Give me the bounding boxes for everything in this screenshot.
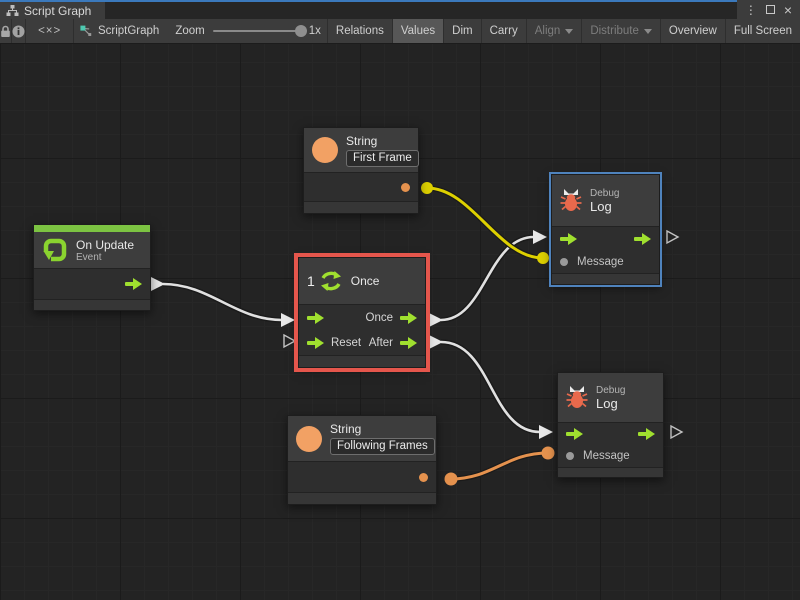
inspect-button[interactable]	[12, 19, 26, 43]
port-label-message: Message	[583, 450, 630, 462]
toolbar-button-relations[interactable]: Relations	[328, 19, 393, 43]
toolbar-button-overview[interactable]: Overview	[661, 19, 726, 43]
value-output-port[interactable]	[419, 472, 428, 482]
control-output-port[interactable]	[634, 233, 651, 245]
script-graph-icon	[80, 25, 92, 36]
node-title: Log	[590, 198, 612, 214]
graph-breadcrumb[interactable]: ScriptGraph	[74, 19, 169, 43]
node-title: String	[346, 133, 378, 148]
toolbar-button-values[interactable]: Values	[392, 19, 445, 43]
toolbar-button-dim[interactable]: Dim	[444, 19, 482, 43]
control-output-port[interactable]	[638, 428, 655, 440]
info-icon	[12, 25, 25, 37]
lock-button[interactable]	[0, 19, 12, 43]
graph-name-label: ScriptGraph	[97, 25, 160, 37]
node-footer	[304, 201, 418, 213]
debug-bug-icon	[566, 386, 588, 408]
node-subtitle: Debug	[590, 187, 620, 199]
node-on-update[interactable]: On Update Event	[33, 224, 151, 311]
node-once[interactable]: 1 Once Once Reset After	[298, 257, 426, 368]
value-input-port[interactable]	[566, 452, 574, 460]
node-string-following-frames[interactable]: String Following Frames	[287, 415, 437, 505]
node-title: Log	[596, 395, 618, 411]
control-input-port[interactable]	[307, 311, 324, 324]
graph-hierarchy-icon	[6, 5, 19, 16]
toolbar-button-fullscreen[interactable]: Full Screen	[733, 25, 792, 37]
node-title: On Update	[76, 237, 135, 252]
string-literal-icon	[296, 425, 322, 452]
maximize-icon[interactable]	[765, 5, 775, 14]
once-count-label: 1	[307, 273, 315, 289]
port-label-message: Message	[577, 256, 624, 268]
node-subtitle: Debug	[596, 384, 626, 396]
focused-window-accent-line	[0, 0, 737, 2]
string-value-field[interactable]: Following Frames	[330, 438, 435, 455]
control-input-port-reset[interactable]	[307, 336, 324, 349]
control-output-port-once[interactable]	[400, 311, 417, 324]
edit-source-button[interactable]: <×>	[26, 19, 75, 43]
node-footer	[558, 467, 663, 477]
port-label-after: After	[368, 336, 393, 349]
once-cycle-icon	[320, 271, 341, 291]
title-bar: Script Graph ⋮ ×	[0, 0, 800, 19]
node-title: String	[330, 422, 362, 436]
debug-bug-icon	[560, 189, 582, 211]
node-debug-log-bottom[interactable]: Debug Log Message	[557, 372, 664, 478]
zoom-value: 1x	[308, 25, 321, 37]
close-icon[interactable]: ×	[783, 1, 792, 18]
chevron-down-icon	[643, 28, 652, 34]
control-output-port[interactable]	[125, 278, 142, 290]
node-title: Once	[350, 274, 380, 288]
update-loop-icon	[42, 238, 67, 263]
zoom-control: Zoom 1x	[169, 19, 328, 43]
string-value-field[interactable]: First Frame	[346, 149, 419, 167]
window-controls: ⋮ ×	[737, 0, 800, 19]
tab-label: Script Graph	[24, 3, 92, 18]
port-label-reset: Reset	[331, 336, 362, 349]
menu-icon[interactable]: ⋮	[744, 2, 757, 17]
tab-script-graph[interactable]: Script Graph	[0, 2, 106, 19]
zoom-slider-handle[interactable]	[294, 25, 307, 37]
toolbar-button-distribute[interactable]: Distribute	[582, 19, 661, 43]
value-output-port[interactable]	[401, 182, 410, 192]
zoom-slider[interactable]	[212, 25, 307, 37]
node-footer	[288, 492, 436, 504]
node-footer	[34, 299, 150, 310]
zoom-label: Zoom	[175, 25, 205, 37]
event-accent-bar	[34, 225, 150, 232]
chevron-down-icon	[565, 28, 574, 34]
control-output-port-after[interactable]	[400, 336, 417, 349]
value-input-port[interactable]	[560, 258, 568, 266]
string-literal-icon	[312, 137, 338, 163]
node-debug-log-top[interactable]: Debug Log Message	[551, 174, 660, 285]
node-subtitle: Event	[76, 251, 102, 263]
toolbar-button-carry[interactable]: Carry	[482, 19, 527, 43]
toolbar-button-align[interactable]: Align	[527, 19, 583, 43]
node-footer	[552, 273, 659, 284]
control-input-port[interactable]	[560, 233, 577, 245]
node-footer	[299, 355, 425, 367]
control-input-port[interactable]	[566, 428, 583, 440]
port-label-once: Once	[365, 311, 394, 324]
node-string-first-frame[interactable]: String First Frame	[303, 127, 419, 214]
graph-toolbar: <×> ScriptGraph Zoom 1x Relations Values…	[0, 19, 800, 44]
code-icon: <×>	[38, 25, 62, 37]
lock-icon	[1, 25, 10, 37]
